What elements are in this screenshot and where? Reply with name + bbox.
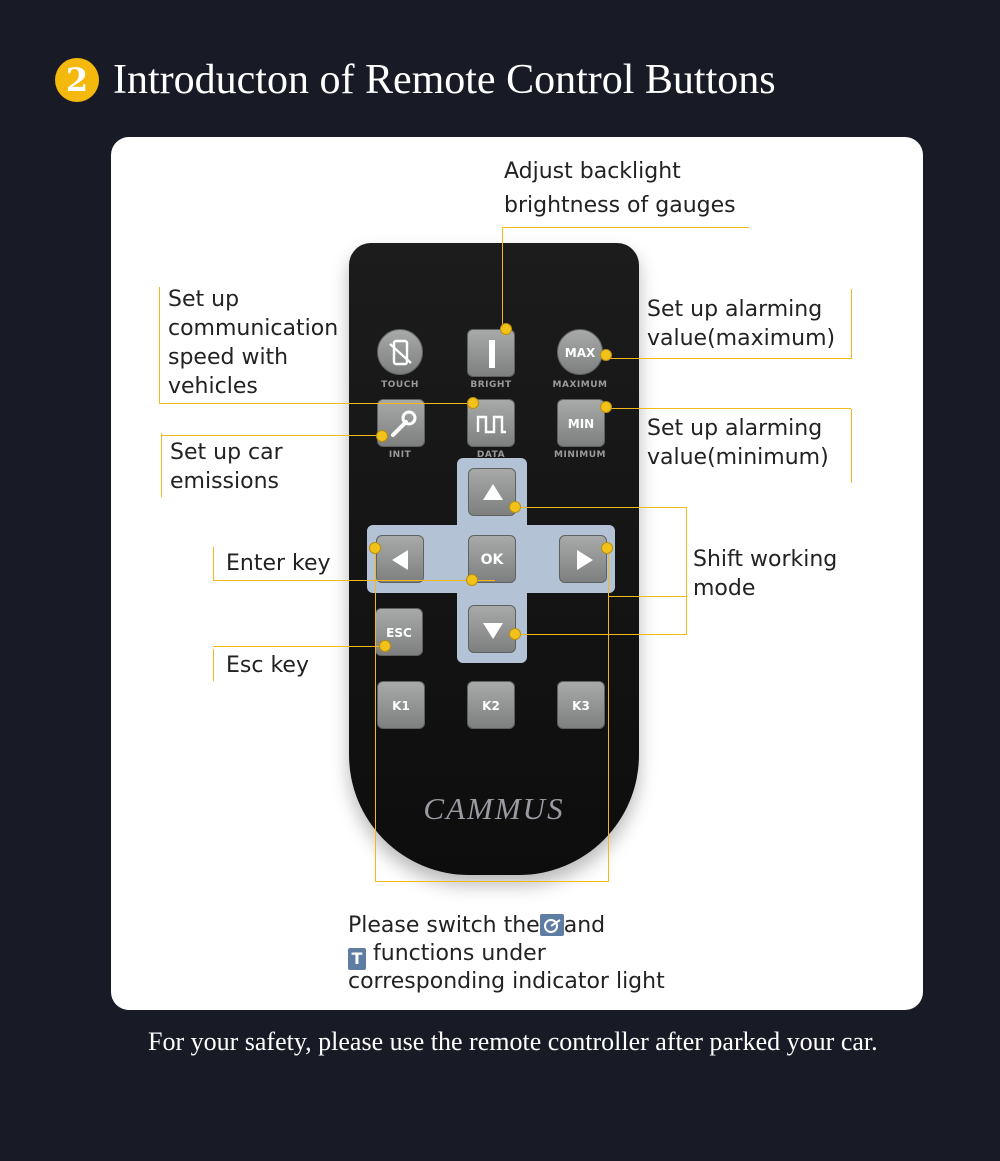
turbo-icon <box>539 914 564 936</box>
left-button[interactable] <box>376 535 424 583</box>
safety-footer: For your safety, please use the remote c… <box>148 1027 878 1056</box>
min-caption: MINIMUM <box>554 450 606 460</box>
label-enter: Enter key <box>226 551 331 576</box>
k1-button[interactable]: K1 <box>377 681 425 729</box>
label-bright-line1: Adjust backlight <box>504 159 681 184</box>
label-comm-line4: vehicles <box>168 374 258 399</box>
dot-data <box>467 397 479 409</box>
touch-button[interactable] <box>377 329 423 375</box>
k3-button[interactable]: K3 <box>557 681 605 729</box>
max-button[interactable]: MAX <box>557 329 603 375</box>
note-line1: Please switch the and <box>348 912 665 940</box>
leader-shift-right-v <box>608 548 609 597</box>
dot-min <box>600 401 612 413</box>
note-line2-text: functions under <box>373 941 546 966</box>
label-bright-line2: brightness of gauges <box>504 193 736 218</box>
arrow-left-icon <box>392 550 408 570</box>
label-esc-bar <box>213 649 214 681</box>
dot-max <box>600 349 612 361</box>
leader-shift-up <box>515 507 687 508</box>
label-min-line1: Set up alarming <box>647 416 823 441</box>
label-min-line2: value(minimum) <box>647 445 829 470</box>
label-shift-line2: mode <box>693 576 756 601</box>
leader-indicator-left <box>375 552 376 882</box>
bright-icon <box>489 340 495 368</box>
t-icon: T <box>348 948 366 970</box>
diagram-panel: Adjust backlight brightness of gauges Se… <box>111 137 923 1010</box>
min-button[interactable]: MIN <box>557 399 605 447</box>
leader-indicator-right <box>608 596 609 882</box>
arrow-right-icon <box>577 550 593 570</box>
step-number-badge: 2 <box>55 58 99 102</box>
leader-max <box>609 358 851 359</box>
leader-shift-right-h <box>608 596 686 597</box>
right-button[interactable] <box>559 535 607 583</box>
dot-ok <box>466 574 478 586</box>
data-button[interactable] <box>467 399 515 447</box>
label-comm-line2: communication <box>168 316 339 341</box>
leader-indicator-bottom <box>375 881 609 882</box>
note-line1-end: and <box>563 913 606 938</box>
label-emission-line2: emissions <box>170 469 279 494</box>
label-max-line1: Set up alarming <box>647 297 823 322</box>
note-line3: corresponding indicator light <box>348 969 665 994</box>
label-comm-line3: speed with <box>168 345 289 370</box>
dot-up <box>509 501 521 513</box>
header: 2 Introducton of Remote Control Buttons <box>55 52 955 108</box>
leader-shift-down <box>515 634 687 635</box>
indicator-note: Please switch the and T functions under c… <box>348 912 665 996</box>
dot-esc <box>379 640 391 652</box>
remote-control: TOUCH BRIGHT MAX MAXIMUM INIT DATA MIN M… <box>349 243 639 875</box>
dot-init <box>376 430 388 442</box>
dot-bright <box>500 323 512 335</box>
leader-bright-v <box>502 227 503 335</box>
page-title: Introducton of Remote Control Buttons <box>113 57 776 103</box>
down-button[interactable] <box>468 605 516 653</box>
label-esc: Esc key <box>226 653 309 678</box>
touch-icon <box>389 339 412 366</box>
label-emission-bar <box>161 433 162 497</box>
touch-caption: TOUCH <box>381 380 419 390</box>
brand-logo: CAMMUS <box>423 791 565 826</box>
leader-min <box>607 408 851 409</box>
up-button[interactable] <box>468 468 516 516</box>
label-emission-line1: Set up car <box>170 440 283 465</box>
bright-button[interactable] <box>467 329 515 377</box>
leader-enter <box>213 580 495 581</box>
leader-shift-v <box>686 507 687 634</box>
wrench-icon <box>391 410 417 437</box>
init-caption: INIT <box>388 450 412 460</box>
leader-bright-h <box>502 227 749 228</box>
bright-caption: BRIGHT <box>470 380 512 390</box>
init-button[interactable] <box>377 399 425 447</box>
leader-esc <box>213 646 385 647</box>
label-max-line2: value(maximum) <box>647 326 836 351</box>
label-max-bar <box>851 289 852 359</box>
dot-right <box>601 542 613 554</box>
label-enter-bar <box>213 547 214 581</box>
label-shift-line1: Shift working <box>693 547 838 572</box>
max-caption: MAXIMUM <box>552 380 608 390</box>
leader-comm <box>159 403 474 404</box>
dot-left <box>369 542 381 554</box>
k2-button[interactable]: K2 <box>467 681 515 729</box>
arrow-up-icon <box>483 484 503 500</box>
dot-down <box>509 628 521 640</box>
label-min-bar <box>851 409 852 483</box>
data-caption: DATA <box>476 450 506 460</box>
data-wave-icon <box>476 415 506 434</box>
note-line1-start: Please switch the <box>348 913 540 938</box>
note-line2: T functions under <box>348 940 665 970</box>
label-comm-line1: Set up <box>168 287 240 312</box>
arrow-down-icon <box>483 623 503 639</box>
leader-emission <box>161 435 383 436</box>
label-comm-bar <box>159 287 160 404</box>
